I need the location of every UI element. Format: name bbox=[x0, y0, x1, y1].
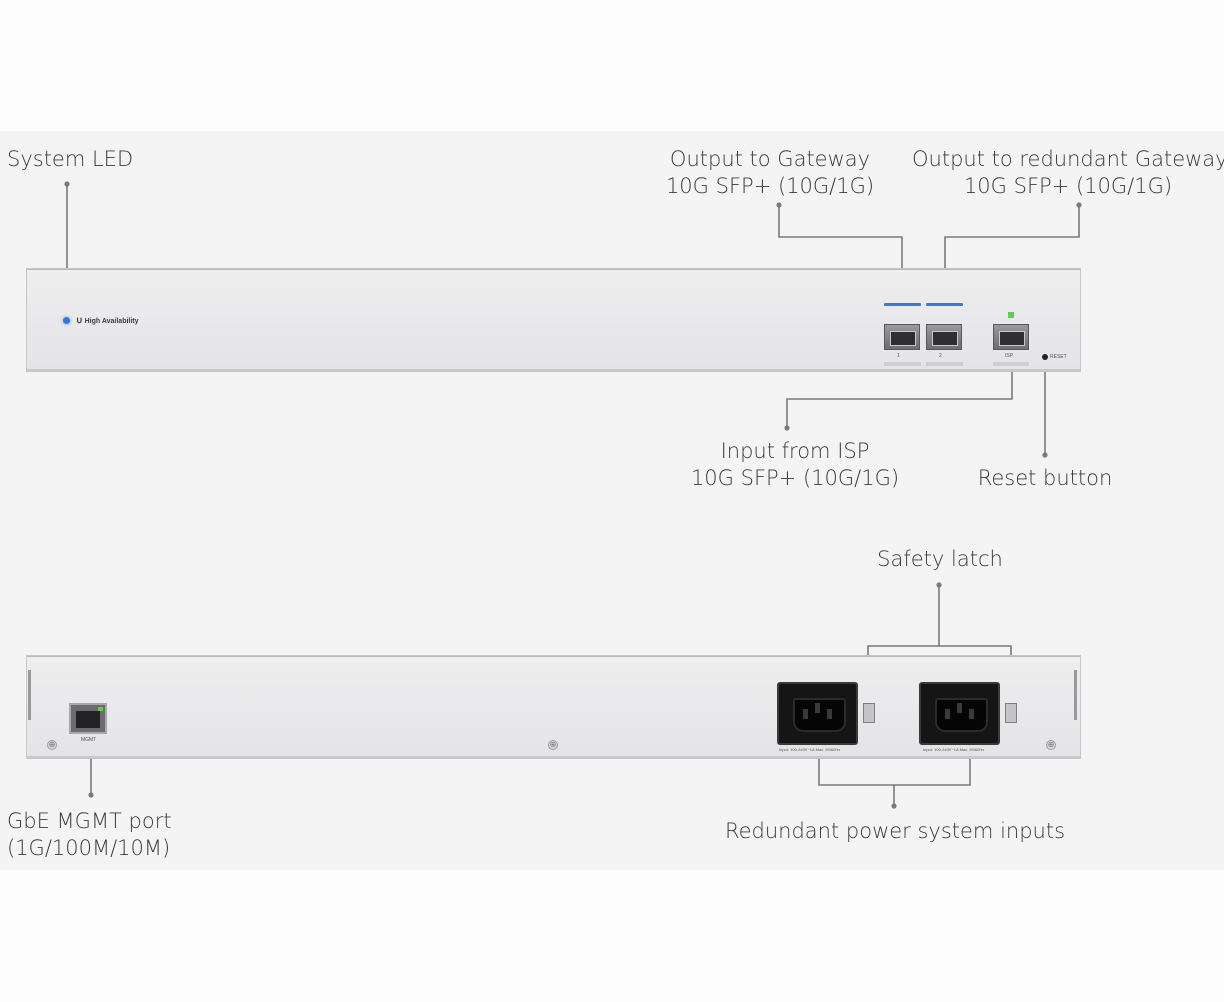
rj45-jack bbox=[76, 711, 100, 728]
reset-label: RESET bbox=[1050, 354, 1067, 360]
front-panel: ∪High Availability 1 2 ISP RESET bbox=[26, 268, 1081, 372]
screw-icon: ⊕ bbox=[1046, 740, 1056, 750]
psu2-rating-label: Input: 100-240V~1A Max. 50/60Hz bbox=[923, 747, 985, 752]
output-gateway-title: Output to Gateway bbox=[669, 147, 871, 171]
output-gateway-callout: Output to Gateway 10G SFP+ (10G/1G) bbox=[660, 146, 880, 200]
back-panel: MGMT ⊕ ⊕ ⊕ Input: 100-240V~1A Max. 50/60… bbox=[26, 655, 1081, 759]
screw-icon: ⊕ bbox=[548, 740, 558, 750]
port2-tray bbox=[926, 362, 963, 366]
port2-link-led bbox=[926, 303, 963, 306]
mgmt-port-title: GbE MGMT port bbox=[7, 809, 172, 833]
mgmt-port[interactable] bbox=[69, 703, 107, 734]
sfp-port-2[interactable] bbox=[926, 324, 962, 350]
redundant-gateway-leader bbox=[944, 205, 1080, 268]
brand-label: High Availability bbox=[84, 318, 139, 325]
safety-latch-label: Safety latch bbox=[877, 547, 1003, 571]
reset-button-callout: Reset button bbox=[965, 465, 1125, 492]
safety-latch-2[interactable] bbox=[1005, 703, 1017, 723]
power-input-1[interactable] bbox=[777, 682, 858, 745]
redundant-power-callout: Redundant power system inputs bbox=[720, 818, 1070, 845]
output-redundant-callout: Output to redundant Gateway 10G SFP+ (10… bbox=[912, 146, 1224, 200]
output-redundant-title: Output to redundant Gateway bbox=[912, 147, 1224, 171]
input-isp-title: Input from ISP bbox=[720, 439, 870, 463]
isp-leader bbox=[786, 371, 1013, 428]
port1-label: 1 bbox=[897, 353, 900, 359]
power-input-2[interactable] bbox=[919, 682, 1000, 745]
psu1-rating-label: Input: 100-240V~1A Max. 50/60Hz bbox=[779, 747, 841, 752]
safety-latch-callout: Safety latch bbox=[860, 546, 1020, 573]
isp-tray bbox=[993, 362, 1029, 366]
isp-label: ISP bbox=[1005, 353, 1014, 359]
input-isp-spec: 10G SFP+ (10G/1G) bbox=[690, 466, 900, 490]
reset-button[interactable] bbox=[1042, 354, 1048, 360]
mgmt-port-spec: (1G/100M/10M) bbox=[7, 836, 171, 860]
port1-tray bbox=[884, 362, 921, 366]
screw-icon: ⊕ bbox=[47, 740, 57, 750]
redundant-power-label: Redundant power system inputs bbox=[724, 819, 1066, 843]
port1-link-led bbox=[884, 303, 921, 306]
system-led-label: System LED bbox=[7, 147, 134, 171]
system-led bbox=[63, 317, 70, 324]
sfp-port-isp[interactable] bbox=[993, 324, 1029, 350]
right-rack-edge bbox=[1074, 670, 1077, 720]
sfp-port-1[interactable] bbox=[884, 324, 920, 350]
isp-status-led bbox=[1008, 312, 1014, 318]
output-redundant-spec: 10G SFP+ (10G/1G) bbox=[963, 174, 1173, 198]
input-isp-callout: Input from ISP 10G SFP+ (10G/1G) bbox=[680, 438, 910, 492]
gateway-leader bbox=[778, 205, 903, 268]
brand-badge: ∪High Availability bbox=[76, 315, 139, 326]
reset-button-label: Reset button bbox=[977, 466, 1113, 490]
safety-latch-1[interactable] bbox=[863, 703, 875, 723]
mgmt-label: MGMT bbox=[81, 737, 97, 743]
port2-label: 2 bbox=[939, 353, 942, 359]
system-led-callout: System LED bbox=[7, 146, 133, 173]
mgmt-link-led bbox=[98, 707, 103, 711]
mgmt-port-callout: GbE MGMT port (1G/100M/10M) bbox=[7, 808, 172, 862]
output-gateway-spec: 10G SFP+ (10G/1G) bbox=[665, 174, 875, 198]
left-rack-edge bbox=[28, 670, 31, 720]
ubiquiti-u-icon: ∪ bbox=[76, 315, 83, 325]
